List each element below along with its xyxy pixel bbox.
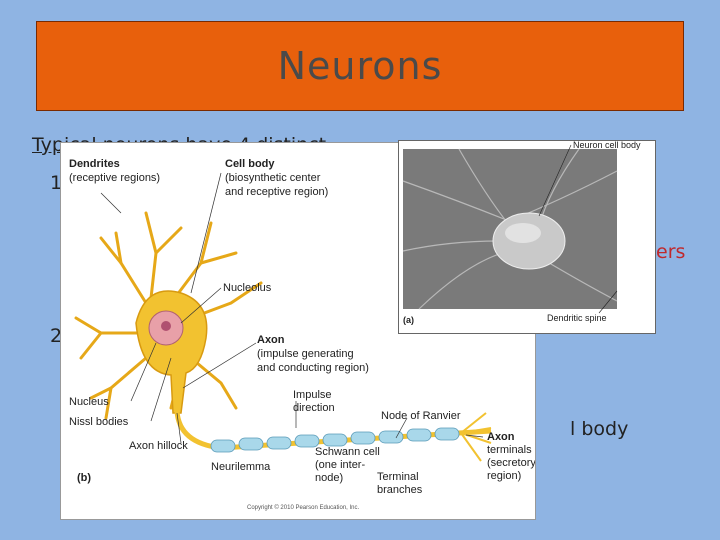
label-cell-body: Cell body [225, 158, 275, 170]
label-dendrites: Dendrites [69, 158, 120, 170]
label-impulse: Impulse [293, 389, 332, 401]
cell-body-shape [135, 290, 208, 414]
label-node-of-ranvier: Node of Ranvier [381, 410, 461, 422]
list-number-1: 1 [50, 172, 63, 194]
list-number-2: 2 [50, 325, 63, 347]
label-neurilemma: Neurilemma [211, 461, 271, 473]
label-cell-body-sub1: (biosynthetic center [225, 172, 321, 184]
label-branches: branches [377, 484, 423, 496]
myelin-segments [210, 427, 460, 453]
label-axon: Axon [257, 334, 285, 346]
label-direction: direction [293, 402, 335, 414]
label-terminal: Terminal [377, 471, 419, 483]
neuron-micrograph: Neuron cell body (a) Dendritic spine [398, 140, 656, 334]
label-nissl-bodies: Nissl bodies [69, 416, 129, 428]
leader-lines [100, 172, 484, 444]
label-secretory: (secretory [487, 457, 535, 469]
item1-fragment: ers [656, 241, 686, 263]
label-dendrites-sub: (receptive regions) [69, 172, 160, 184]
label-cell-body-sub2: and receptive region) [225, 186, 328, 198]
neuron-diagram-svg: Dendrites (receptive regions) Cell body … [69, 158, 536, 511]
micrograph-svg: Neuron cell body (a) Dendritic spine [402, 140, 641, 325]
label-panel-a: (a) [403, 315, 414, 325]
label-axon-sub1: (impulse generating [257, 348, 354, 360]
item2-fragment: l body [570, 418, 629, 440]
label-axon-hillock: Axon hillock [129, 440, 188, 452]
label-axon-sub2: and conducting region) [257, 362, 369, 374]
neuron-diagram: Dendrites (receptive regions) Cell body … [60, 142, 536, 520]
label-axon-terminals: Axon [487, 431, 515, 443]
label-schwann-inter: (one inter- [315, 459, 365, 471]
label-panel-b: (b) [77, 472, 91, 484]
label-nucleolus: Nucleolus [223, 282, 272, 294]
figure-copyright: Copyright © 2010 Pearson Education, Inc. [247, 504, 359, 511]
label-dendritic-spine: Dendritic spine [547, 313, 607, 323]
label-terminals: terminals [487, 444, 532, 456]
label-neuron-cell-body: Neuron cell body [573, 141, 641, 150]
label-nucleus: Nucleus [69, 396, 109, 408]
title-box: Neurons [36, 21, 684, 111]
slide-title: Neurons [277, 44, 443, 88]
label-schwann-node: node) [315, 472, 343, 484]
label-region: region) [487, 470, 521, 482]
label-schwann-cell: Schwann cell [315, 446, 380, 458]
axon-terminal-branches [460, 412, 492, 462]
